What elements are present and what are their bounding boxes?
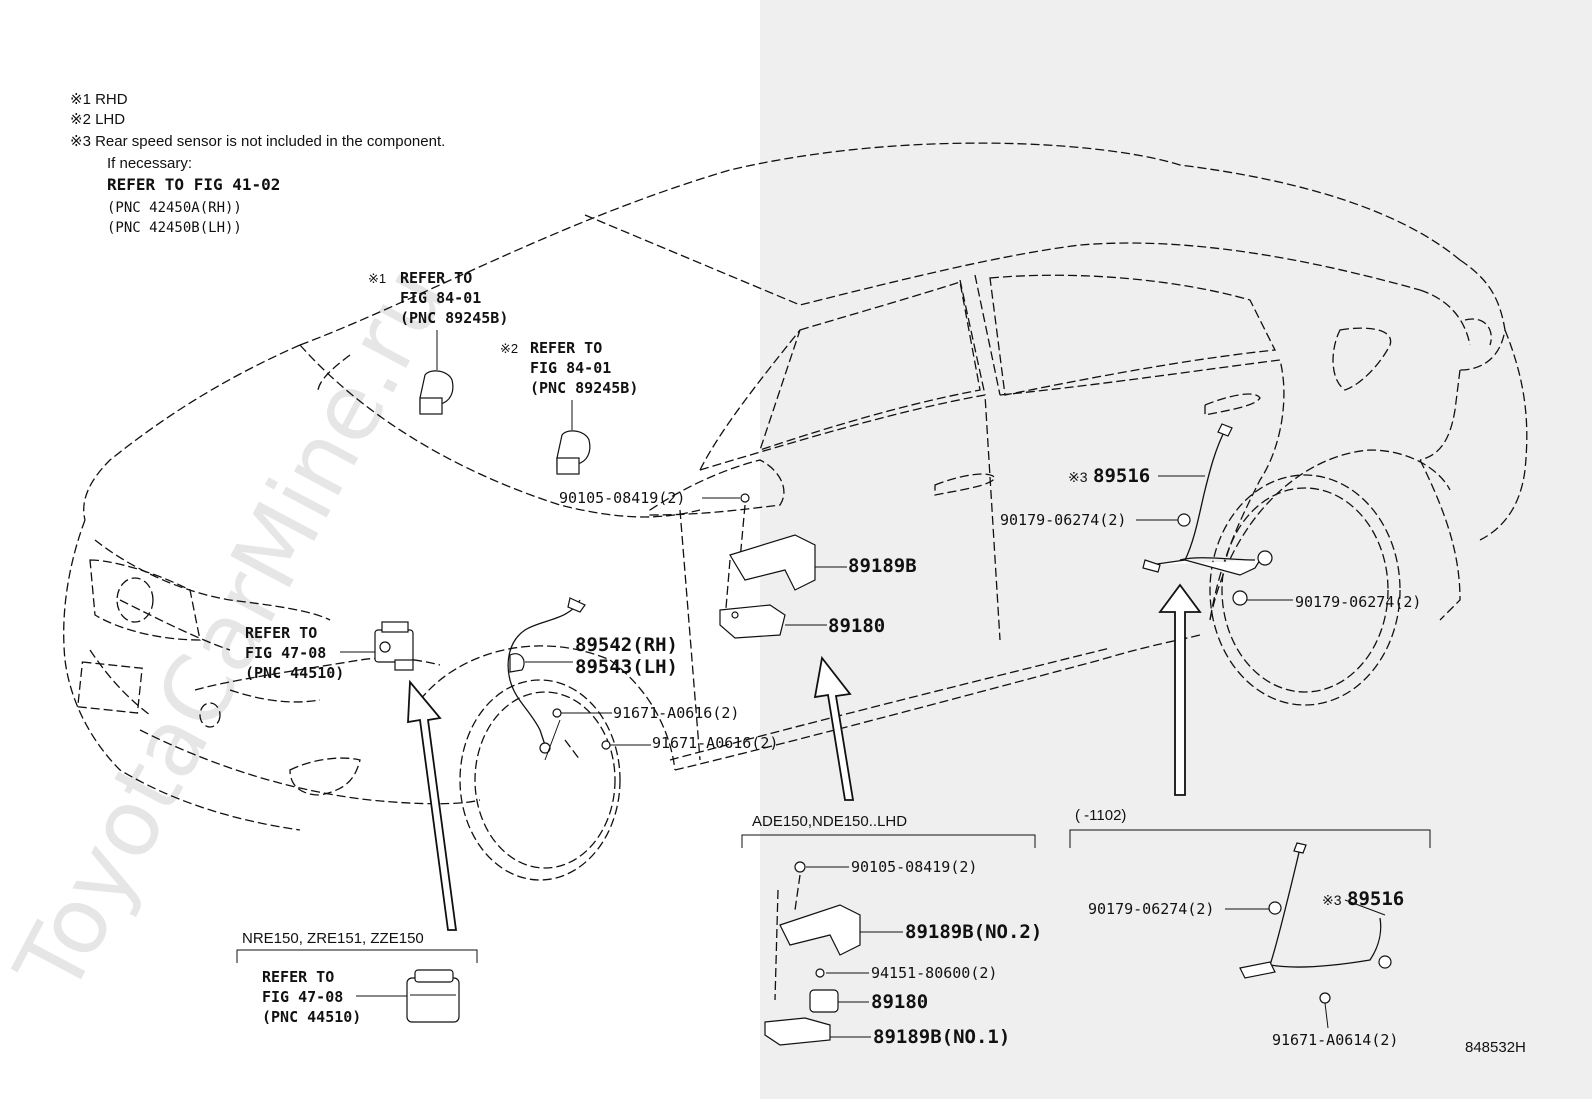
note-pnc-lh: (PNC 42450B(LH)) (107, 220, 242, 236)
inset-ade150: ADE150,NDE150..LHD 90105-08419(2) 89189B… (741, 813, 1042, 1048)
car-outline (63, 142, 1528, 881)
inset-ade-part-3: 94151-80600(2) (871, 964, 997, 982)
bolt-icon (794, 861, 806, 873)
bracket-89189b-part (729, 534, 816, 591)
svg-text:REFER TO: REFER TO (245, 624, 317, 642)
steering-sensor-rhd-part (419, 370, 454, 415)
part-91671-a0616-a: 91671-A0616(2) (613, 704, 739, 722)
notes-block: ※1 RHD ※2 LHD ※3 Rear speed sensor is no… (70, 91, 445, 236)
note-rhd: ※1 RHD (70, 91, 128, 108)
arrow-to-1102-inset (1158, 583, 1202, 796)
svg-text:FIG 84-01: FIG 84-01 (530, 359, 611, 377)
note-if-necessary: If necessary: (107, 155, 192, 172)
svg-text:REFER TO: REFER TO (400, 269, 472, 287)
note-pnc-rh: (PNC 42450A(RH)) (107, 200, 242, 216)
part-89189b: 89189B (848, 555, 917, 577)
rear-speed-sensor-group: ※3 89516 90179-06274(2) 90179-06274(2) (1000, 423, 1421, 611)
bracket-89180-part (719, 604, 786, 639)
part-89180: 89180 (828, 615, 885, 637)
inset-ade-part-4: 89180 (871, 991, 928, 1013)
arrow-to-abs (407, 679, 458, 931)
note-refer-fig: REFER TO FIG 41-02 (107, 175, 280, 194)
inset-nre-title: NRE150, ZRE151, ZZE150 (242, 930, 424, 947)
svg-text:※3: ※3 (1068, 469, 1088, 485)
svg-text:FIG 84-01: FIG 84-01 (400, 289, 481, 307)
front-speed-sensor-group: 89542(RH) 89543(LH) 91671-A0616(2) 91671… (507, 597, 778, 761)
svg-text:FIG 47-08: FIG 47-08 (245, 644, 326, 662)
part-90105-08419: 90105-08419(2) (559, 489, 685, 507)
inset-1102-title: ( -1102) (1075, 807, 1126, 824)
svg-text:※2: ※2 (500, 341, 518, 356)
abs-actuator-part (374, 621, 414, 671)
inset-1102-part-2: 90179-06274(2) (1088, 900, 1214, 918)
inset-ade-title: ADE150,NDE150..LHD (752, 813, 907, 830)
inset-ade-part-2: 89189B(NO.2) (905, 921, 1042, 943)
bracket-89189b-no2-part (779, 904, 861, 956)
callout-lhd: ※2 REFER TO FIG 84-01 (PNC 89245B) (500, 339, 638, 475)
part-89543: 89543(LH) (575, 656, 678, 678)
bolt-icon (740, 493, 750, 503)
callout-abs-actuator: REFER TO FIG 47-08 (PNC 44510) (245, 621, 414, 682)
part-89542: 89542(RH) (575, 634, 678, 656)
svg-text:FIG 47-08: FIG 47-08 (262, 988, 343, 1006)
inset-ade-part-5: 89189B(NO.1) (873, 1026, 1010, 1048)
part-89516: 89516 (1093, 465, 1150, 487)
bracket-89189b-no1-part (764, 1017, 831, 1046)
steering-sensor-lhd-part (556, 430, 591, 475)
note-lhd: ※2 LHD (70, 111, 125, 128)
svg-text:REFER TO: REFER TO (530, 339, 602, 357)
svg-text:REFER TO: REFER TO (262, 968, 334, 986)
inset-1102-part-3: 91671-A0614(2) (1272, 1031, 1398, 1049)
svg-text:※1: ※1 (368, 271, 386, 286)
svg-text:(PNC 44510): (PNC 44510) (262, 1008, 361, 1026)
svg-text:(PNC 89245B): (PNC 89245B) (400, 309, 508, 327)
svg-text:※3: ※3 (1322, 892, 1342, 908)
abs-actuator-part (406, 969, 460, 1023)
svg-text:(PNC 44510): (PNC 44510) (245, 664, 344, 682)
inset-ade-part-1: 90105-08419(2) (851, 858, 977, 876)
callout-rhd: ※1 REFER TO FIG 84-01 (PNC 89245B) (368, 269, 508, 415)
inset-1102-part-1: 89516 (1347, 888, 1404, 910)
bolt-icon (601, 740, 625, 750)
bracket-group: 90105-08419(2) 89189B 89180 (559, 489, 917, 639)
inset-nre150: NRE150, ZRE151, ZZE150 REFER TO FIG 47-0… (236, 930, 478, 1026)
part-91671-a0616-b: 91671-A0616(2) (652, 734, 778, 752)
arrow-to-ade-inset (813, 655, 855, 801)
bolt-icon (552, 708, 572, 718)
figure-id: 848532H (1465, 1039, 1526, 1056)
bracket-89180-part (809, 989, 839, 1013)
note-rear-sensor: ※3 Rear speed sensor is not included in … (70, 133, 445, 150)
part-90179-06274-b: 90179-06274(2) (1295, 593, 1421, 611)
svg-text:(PNC 89245B): (PNC 89245B) (530, 379, 638, 397)
part-90179-06274-a: 90179-06274(2) (1000, 511, 1126, 529)
inset-1102: ( -1102) ※3 89516 90179-06274(2) 91671-A… (1069, 807, 1431, 1049)
background-shade (760, 0, 1592, 1099)
